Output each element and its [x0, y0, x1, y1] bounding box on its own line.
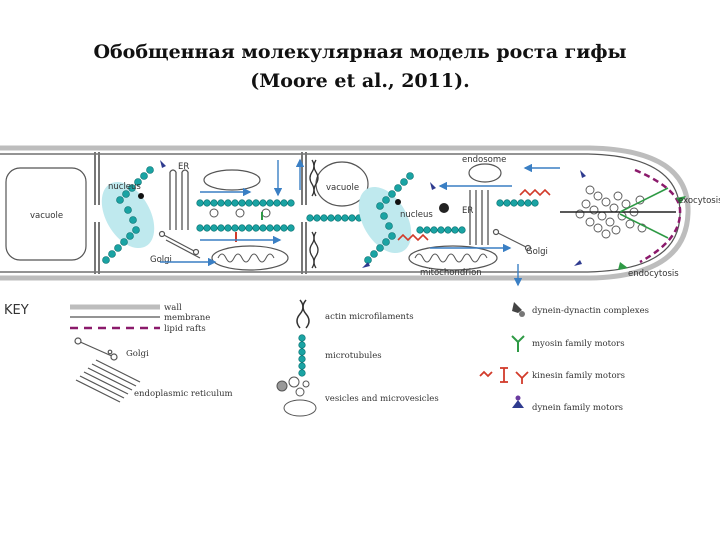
key-er-swatch — [75, 359, 141, 403]
kinesin-motors-right — [397, 188, 551, 242]
er-right-label: ER — [462, 206, 473, 216]
key-heading: KEY — [4, 303, 29, 318]
actin-filaments-mid — [309, 159, 319, 269]
key-lipid-rafts-label: lipid rafts — [164, 324, 206, 334]
microtubules-right — [416, 199, 539, 234]
key-dynein-dynactin-swatch — [512, 302, 525, 317]
mitochondrion-right-shape — [408, 245, 498, 271]
golgi-right-shape — [492, 228, 532, 252]
key-myosin-label: myosin family motors — [532, 339, 625, 349]
spindle-pole-right — [395, 199, 401, 205]
vesicles-left — [209, 208, 271, 218]
key-dynein-dynactin-label: dynein-dynactin complexes — [532, 306, 649, 316]
key-dynein-swatch — [512, 395, 524, 408]
spindle-left — [102, 166, 154, 264]
transport-arrows-right — [430, 163, 560, 287]
slide-title: Обобщенная молекулярная модель роста гиф… — [0, 38, 720, 96]
key-actin-swatch — [296, 299, 310, 329]
key-microtubules-label: microtubules — [325, 351, 382, 361]
endosome-label: endosome — [462, 155, 506, 165]
nucleus-left-label: nucleus — [108, 182, 141, 192]
spindle-right — [364, 172, 414, 264]
spindle-pole-left — [138, 193, 144, 199]
exocytosis-arrowhead — [676, 196, 686, 204]
key-golgi-label: Golgi — [126, 349, 149, 359]
title-line-2: (Moore et al., 2011). — [250, 70, 470, 92]
key-myosin-swatch — [511, 335, 525, 352]
golgi-right-label: Golgi — [526, 247, 548, 257]
title-line-1: Обобщенная молекулярная модель роста гиф… — [93, 41, 627, 63]
exocytosis-label: exocytosis — [678, 196, 720, 206]
er-left-shape — [169, 169, 189, 230]
key-er-label: endoplasmic reticulum — [134, 389, 233, 399]
golgi-left-label: Golgi — [150, 255, 172, 265]
vacuole-left-shape — [5, 167, 87, 261]
key-dynein-label: dynein family motors — [532, 403, 623, 413]
mitochondrion-label: mitochondrion — [420, 268, 482, 278]
lipid-rafts — [634, 168, 682, 264]
er-right-shape — [469, 190, 489, 245]
key-actin-label: actin microfilaments — [325, 312, 414, 322]
microtubules-left — [196, 199, 363, 232]
key-golgi-swatch — [74, 337, 118, 361]
septum-left — [94, 152, 100, 274]
key-membrane-label: membrane — [164, 313, 210, 323]
tip-vesicle-cluster — [575, 185, 647, 239]
spitzenkorper-dot — [439, 203, 449, 213]
endocytosis-label: endocytosis — [628, 269, 679, 279]
key-kinesin-label: kinesin family motors — [532, 371, 625, 381]
endocytosis-arrowhead — [618, 262, 628, 270]
tip-actin-lines — [560, 187, 676, 239]
key-vesicles-swatch — [276, 376, 317, 417]
hypha-cell — [0, 145, 691, 281]
vesicle-oval-left — [203, 169, 261, 191]
vacuole-left-label: vacuole — [30, 211, 63, 221]
transport-arrows-left — [160, 158, 305, 267]
key-kinesin-swatch — [479, 367, 529, 384]
motor-icons-membrane — [160, 160, 586, 268]
cell-wall — [0, 145, 691, 281]
key-wall-label: wall — [164, 303, 182, 313]
key-vesicles-label: vesicles and microvesicles — [324, 394, 439, 404]
key-microtubules-swatch — [298, 334, 306, 377]
er-left-label: ER — [178, 162, 189, 172]
vacuole-mid-label: vacuole — [326, 183, 359, 193]
nucleus-right-label: nucleus — [400, 210, 433, 220]
septum-middle — [301, 152, 307, 274]
golgi-left-shape — [158, 230, 201, 259]
endosome-shape — [468, 163, 502, 183]
